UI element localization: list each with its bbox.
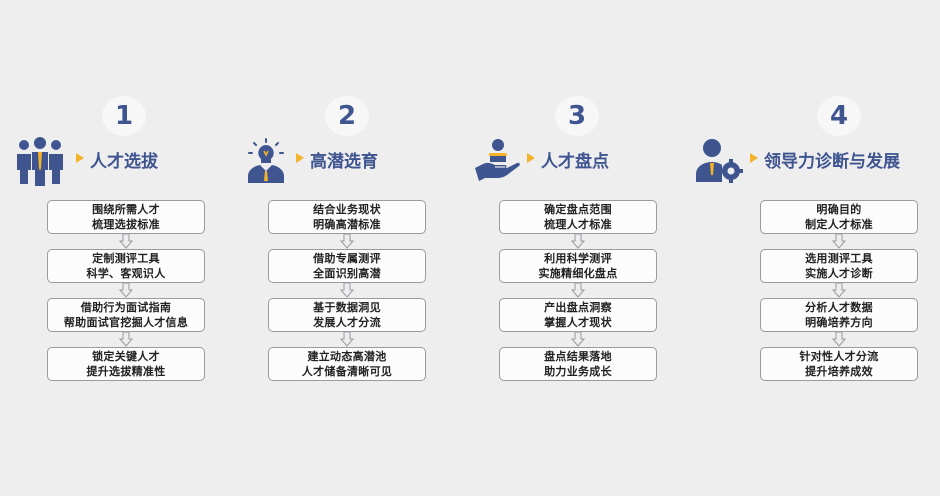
pointer-triangle (76, 153, 84, 163)
down-arrow-icon (571, 331, 585, 347)
step-line: 实施精细化盘点 (538, 267, 618, 280)
step-number: 2 (325, 96, 369, 136)
step-line: 建立动态高潜池 (307, 350, 387, 363)
step-box: 产出盘点洞察 掌握人才现状 (499, 298, 657, 332)
down-arrow-icon (571, 282, 585, 298)
step-box: 明确目的 制定人才标准 (760, 200, 918, 234)
step-box: 锁定关键人才 提升选拔精准性 (47, 347, 205, 381)
hand-holding-person-icon (475, 139, 520, 181)
step-line: 借助专属测评 (313, 252, 381, 265)
step-line: 利用科学测评 (544, 252, 612, 265)
step-line: 借助行为面试指南 (80, 301, 172, 314)
step-box: 借助行为面试指南 帮助面试官挖掘人才信息 (47, 298, 205, 332)
step-line: 掌握人才现状 (544, 316, 612, 329)
step-line: 确定盘点范围 (544, 203, 612, 216)
step-number: 1 (102, 96, 146, 136)
down-arrow-icon (119, 282, 133, 298)
step-line: 明确高潜标准 (313, 218, 381, 231)
step-box: 盘点结果落地 助力业务成长 (499, 347, 657, 381)
step-line: 提升培养成效 (805, 365, 873, 378)
step-line: 围绕所需人才 (92, 203, 160, 216)
person-gear-icon (696, 139, 743, 183)
step-box: 利用科学测评 实施精细化盘点 (499, 249, 657, 283)
step-line: 产出盘点洞察 (544, 301, 612, 314)
step-line: 明确培养方向 (805, 316, 873, 329)
step-box: 确定盘点范围 梳理人才标准 (499, 200, 657, 234)
down-arrow-icon (119, 331, 133, 347)
step-line: 明确目的 (816, 203, 862, 216)
step-line: 分析人才数据 (805, 301, 873, 314)
step-line: 实施人才诊断 (805, 267, 873, 280)
down-arrow-icon (832, 331, 846, 347)
step-line: 全面识别高潜 (313, 267, 381, 280)
pointer-triangle (527, 153, 535, 163)
people-group-icon (17, 137, 63, 186)
step-line: 梳理人才标准 (544, 218, 612, 231)
step-line: 定制测评工具 (92, 252, 160, 265)
step-line: 针对性人才分流 (799, 350, 879, 363)
pointer-triangle (296, 153, 304, 163)
down-arrow-icon (340, 282, 354, 298)
lightbulb-person-icon (248, 138, 284, 183)
step-box: 结合业务现状 明确高潜标准 (268, 200, 426, 234)
step-line: 锁定关键人才 (92, 350, 160, 363)
column-title: 高潜选育 (310, 152, 378, 172)
step-box: 建立动态高潜池 人才储备清晰可见 (268, 347, 426, 381)
pointer-triangle (750, 153, 758, 163)
step-box: 基于数据洞见 发展人才分流 (268, 298, 426, 332)
column-title: 领导力诊断与发展 (764, 152, 900, 172)
step-box: 分析人才数据 明确培养方向 (760, 298, 918, 332)
step-line: 盘点结果落地 (544, 350, 612, 363)
down-arrow-icon (832, 233, 846, 249)
step-number: 3 (555, 96, 599, 136)
step-line: 发展人才分流 (313, 316, 381, 329)
step-box: 针对性人才分流 提升培养成效 (760, 347, 918, 381)
step-line: 基于数据洞见 (313, 301, 381, 314)
step-line: 梳理选拔标准 (92, 218, 160, 231)
step-line: 结合业务现状 (313, 203, 381, 216)
step-line: 人才储备清晰可见 (301, 365, 393, 378)
down-arrow-icon (571, 233, 585, 249)
column-title: 人才选拔 (90, 152, 158, 172)
step-box: 选用测评工具 实施人才诊断 (760, 249, 918, 283)
step-box: 围绕所需人才 梳理选拔标准 (47, 200, 205, 234)
step-line: 提升选拔精准性 (86, 365, 166, 378)
down-arrow-icon (340, 233, 354, 249)
step-line: 助力业务成长 (544, 365, 612, 378)
down-arrow-icon (832, 282, 846, 298)
column-title: 人才盘点 (541, 152, 609, 172)
step-box: 借助专属测评 全面识别高潜 (268, 249, 426, 283)
step-line: 科学、客观识人 (86, 267, 166, 280)
step-line: 选用测评工具 (805, 252, 873, 265)
step-line: 帮助面试官挖掘人才信息 (63, 316, 189, 329)
step-number: 4 (817, 96, 861, 136)
step-box: 定制测评工具 科学、客观识人 (47, 249, 205, 283)
step-line: 制定人才标准 (805, 218, 873, 231)
down-arrow-icon (119, 233, 133, 249)
down-arrow-icon (340, 331, 354, 347)
